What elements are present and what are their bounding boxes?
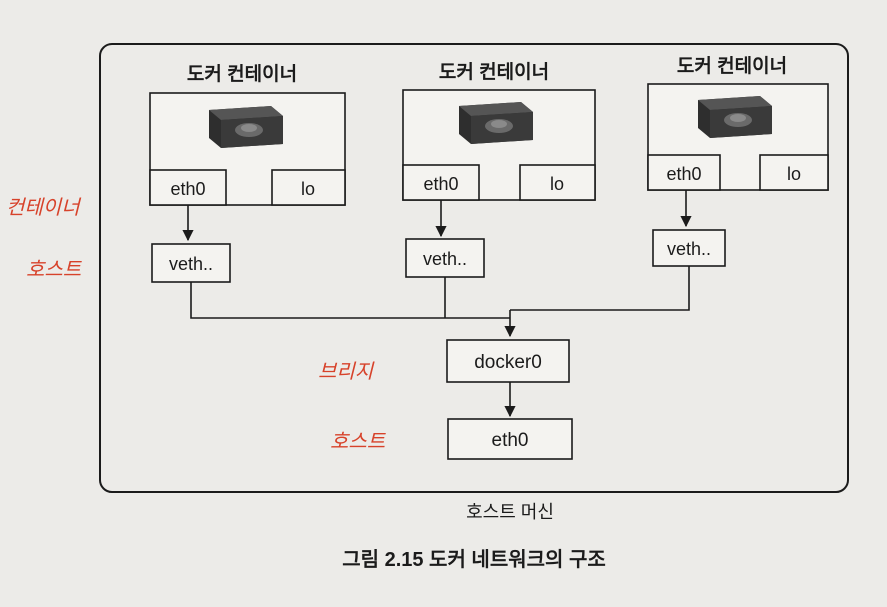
container-2-lo: lo xyxy=(550,174,564,194)
host-eth0-box xyxy=(447,418,573,460)
container-3-eth0: eth0 xyxy=(666,164,701,184)
container-1-veth-box xyxy=(151,243,231,283)
container-2-veth: veth.. xyxy=(423,249,467,269)
handwritten-host-1: 호스트 xyxy=(26,257,83,281)
container-1-lo-box xyxy=(271,169,346,206)
docker0-bridge-box xyxy=(446,339,570,383)
container-1-veth: veth.. xyxy=(169,254,213,274)
container-2-lo-box xyxy=(519,164,596,201)
container-2-eth0-box xyxy=(402,164,480,201)
container-1-docker-icon xyxy=(209,106,283,148)
container-3-lo-box xyxy=(759,154,829,191)
container-1-eth0: eth0 xyxy=(170,179,205,199)
container-3-docker-icon xyxy=(698,96,772,138)
host-eth0-label: eth0 xyxy=(492,430,529,451)
veth-connectors xyxy=(190,266,690,338)
container-1: 도커 컨테이너 eth0 lo veth.. xyxy=(149,63,346,283)
docker0-bridge-label: docker0 xyxy=(474,352,542,373)
figure-caption: 그림 2.15 도커 네트워크의 구조 xyxy=(342,548,606,571)
container-3-title: 도커 컨테이너 xyxy=(677,55,787,77)
container-1-title: 도커 컨테이너 xyxy=(187,63,297,85)
handwritten-container: 컨테이너 xyxy=(6,195,82,219)
container-3-eth0-box xyxy=(647,154,721,191)
container-2-title: 도커 컨테이너 xyxy=(439,61,549,83)
host-machine-frame xyxy=(99,43,849,493)
container-2: 도커 컨테이너 eth0 lo veth.. xyxy=(402,61,596,278)
container-1-lo: lo xyxy=(301,179,315,199)
handwritten-host-2: 호스트 xyxy=(330,429,387,453)
host-machine-label: 호스트 머신 xyxy=(466,502,554,522)
container-3-lo: lo xyxy=(787,164,801,184)
handwritten-bridge: 브리지 xyxy=(318,359,375,383)
container-2-eth0: eth0 xyxy=(423,174,458,194)
container-2-docker-icon xyxy=(459,102,533,144)
container-3: 도커 컨테이너 eth0 lo veth.. xyxy=(647,55,829,267)
container-3-veth: veth.. xyxy=(667,239,711,259)
